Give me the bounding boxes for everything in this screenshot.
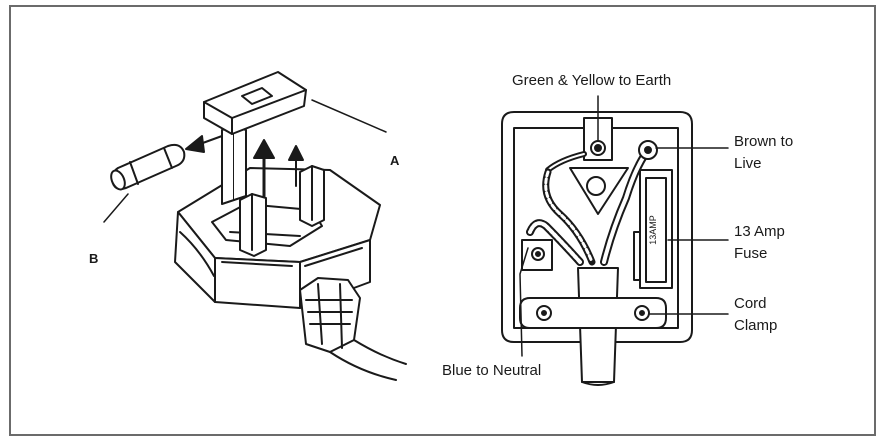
label-live-line2: Live [734, 155, 762, 172]
label-b: B [89, 251, 99, 266]
label-neutral: Blue to Neutral [442, 362, 542, 379]
plug-exterior-illustration [103, 71, 407, 381]
label-fuse-line2: Fuse [734, 245, 768, 262]
figure-frame [9, 5, 876, 436]
fuse-rating-marking: 13AMP [648, 215, 658, 245]
label-live-line1: Brown to [734, 133, 794, 150]
plug-interior-illustration [501, 95, 729, 386]
label-fuse-line1: 13 Amp [734, 223, 785, 240]
label-clamp-line2: Clamp [734, 317, 778, 334]
label-a: A [390, 153, 400, 168]
label-clamp-line1: Cord [734, 295, 767, 312]
label-earth: Green & Yellow to Earth [512, 72, 672, 89]
